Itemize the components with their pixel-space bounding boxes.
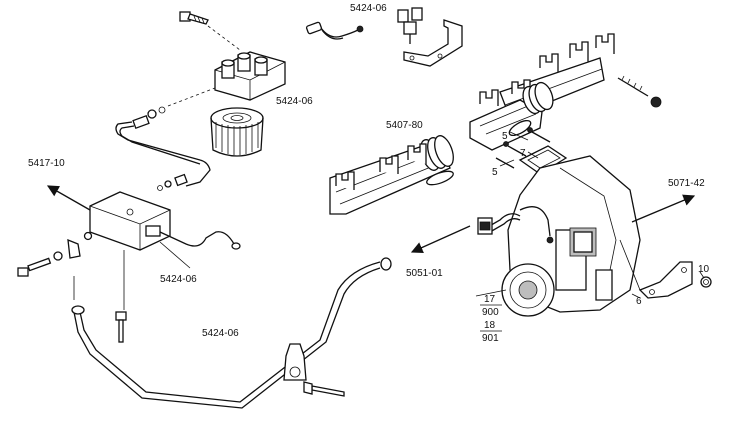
ref-5424-06-pipe: 5424-06 — [202, 328, 239, 339]
ref-5424-06-top: 5424-06 — [350, 3, 387, 14]
oil-feed-line — [115, 87, 216, 187]
support-bracket — [619, 239, 693, 299]
turbocharger — [477, 155, 641, 317]
outlet-gasket — [495, 127, 568, 175]
distribution-block — [89, 191, 241, 310]
oil-filter — [210, 107, 264, 157]
ref-5424-06-block: 5424-06 — [160, 274, 197, 285]
ref-5417-10: 5417-10 — [28, 158, 65, 169]
bolt-bottom — [303, 381, 345, 397]
ref-5424-06-filter: 5424-06 — [276, 96, 313, 107]
part-number-stack: 17 900 18 901 — [480, 294, 502, 344]
sender-and-bracket — [397, 7, 463, 67]
filter-head-bracket — [207, 25, 286, 101]
callout-6: 6 — [636, 296, 642, 307]
nut-10 — [700, 276, 712, 288]
banjo-bolt-top — [179, 11, 209, 25]
oil-return-line — [71, 257, 392, 409]
bolt-vertical — [115, 311, 127, 343]
part-900: 900 — [482, 307, 499, 318]
exhaust-manifold — [329, 33, 615, 215]
pipe-clamp — [283, 343, 307, 381]
part-17: 17 — [484, 294, 496, 305]
callout-10: 10 — [698, 264, 710, 275]
ref-5071-42: 5071-42 — [668, 178, 705, 189]
ref-5051-01: 5051-01 — [406, 268, 443, 279]
part-901: 901 — [482, 333, 499, 344]
ref-5407-80: 5407-80 — [386, 120, 423, 131]
stud-and-nut-right — [617, 75, 662, 108]
callout-5-lower: 5 — [492, 167, 498, 178]
bellows-joint-right — [522, 81, 554, 115]
banjo-union-left — [17, 231, 93, 277]
leader-lines — [159, 131, 705, 299]
callout-5-upper: 5 — [502, 131, 508, 142]
reference-arrows — [46, 185, 696, 254]
callout-7: 7 — [520, 148, 526, 159]
union-fittings-left — [157, 173, 188, 191]
part-18: 18 — [484, 320, 496, 331]
sensor-with-wire — [305, 21, 364, 40]
